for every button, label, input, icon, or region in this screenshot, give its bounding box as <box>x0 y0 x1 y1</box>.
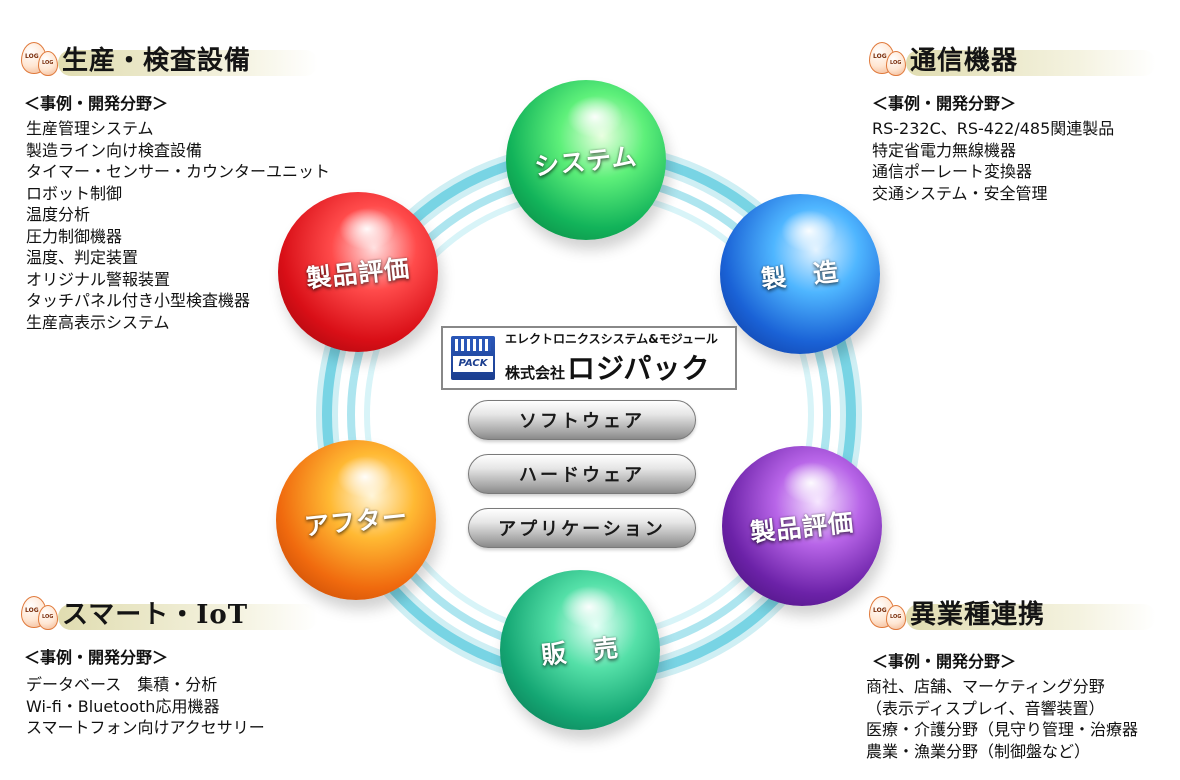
list-item: Wi-fi・Bluetooth応用機器 <box>26 696 220 716</box>
sphere-product-evaluation-right: 製品評価 <box>722 446 882 606</box>
section-subtitle: ＜事例・開発分野＞ <box>872 652 1017 671</box>
title-highlight-bar <box>906 50 1156 76</box>
application-button[interactable]: アプリケーション <box>468 508 696 548</box>
case-list-smart-iot: データベース 集積・分析 Wi-fi・Bluetooth応用機器スマートフォン向け… <box>26 674 265 739</box>
section-title-text: スマート・IoT <box>62 599 249 630</box>
list-item: 温度分析 <box>26 205 91 224</box>
case-list-production: 生産管理システム製造ライン向け検査設備タイマー・センサー・カウンターユニットロボ… <box>26 118 330 333</box>
list-item: 生産高表示システム <box>26 312 170 332</box>
title-highlight-bar <box>906 604 1156 630</box>
list-item: 生産管理システム <box>26 119 154 138</box>
list-item: 製造ライン向け検査設備 <box>26 140 203 160</box>
list-item: タッチパネル付き小型検査機器 <box>26 291 251 310</box>
logo-subtitle: エレクトロニクスシステム&モジュール <box>505 331 718 346</box>
section-title-text: 異業種連携 <box>910 599 1046 630</box>
section-subtitle: ＜事例・開発分野＞ <box>872 94 1017 113</box>
case-list-cross-industry: 商社、店舗、マーケティング分野 （表示ディスプレイ、音響装置） 医療・介護分野（見守… <box>866 676 1138 762</box>
list-item: データベース 集積・分析 <box>26 675 218 694</box>
list-item: 交通システム・安全管理 <box>872 183 1048 203</box>
logo-company-name: ロジパック <box>567 351 711 385</box>
list-item: 農業・漁業分野（制御盤など） <box>866 741 1091 761</box>
sphere-system: システム <box>506 80 666 240</box>
case-list-communication: RS-232C、RS-422/485関連製品特定省電力無線機器通信ポーレート変換… <box>872 118 1114 204</box>
list-item: 商社、店舗、マーケティング分野 <box>866 677 1105 696</box>
sphere-manufacturing: 製 造 <box>720 194 880 354</box>
list-item: 医療・介護分野（見守り管理・治療器 <box>866 720 1139 739</box>
logo-mark-icon: PACK <box>451 336 495 380</box>
list-item: オリジナル警報装置 <box>26 269 171 289</box>
company-logo: PACK エレクトロニクスシステム&モジュール 株式会社 ロジパック <box>441 326 737 390</box>
sphere-after-service: アフター <box>276 440 436 600</box>
section-title-text: 通信機器 <box>910 45 1019 76</box>
list-item: タイマー・センサー・カウンターユニット <box>26 162 331 181</box>
title-highlight-bar <box>58 604 318 630</box>
sphere-sales: 販 売 <box>500 570 660 730</box>
list-item: ロボット制御 <box>26 183 123 203</box>
list-item: RS-232C、RS-422/485関連製品 <box>872 119 1115 138</box>
list-item: スマートフォン向けアクセサリー <box>26 718 265 737</box>
list-item: 通信ポーレート変換器 <box>872 162 1033 181</box>
list-item: 特定省電力無線機器 <box>872 140 1017 160</box>
software-button[interactable]: ソフトウェア <box>468 400 696 440</box>
list-item: 温度、判定装置 <box>26 248 139 267</box>
title-highlight-bar <box>58 50 318 76</box>
hardware-button[interactable]: ハードウェア <box>468 454 696 494</box>
sphere-product-evaluation-left: 製品評価 <box>278 192 438 352</box>
section-title-text: 生産・検査設備 <box>62 45 252 76</box>
section-subtitle: ＜事例・開発分野＞ <box>24 94 169 113</box>
logo-company-prefix: 株式会社 <box>505 363 566 382</box>
section-subtitle: ＜事例・開発分野＞ <box>24 648 169 667</box>
list-item: 圧力制御機器 <box>26 226 123 246</box>
list-item: （表示ディスプレイ、音響装置） <box>866 698 1105 718</box>
